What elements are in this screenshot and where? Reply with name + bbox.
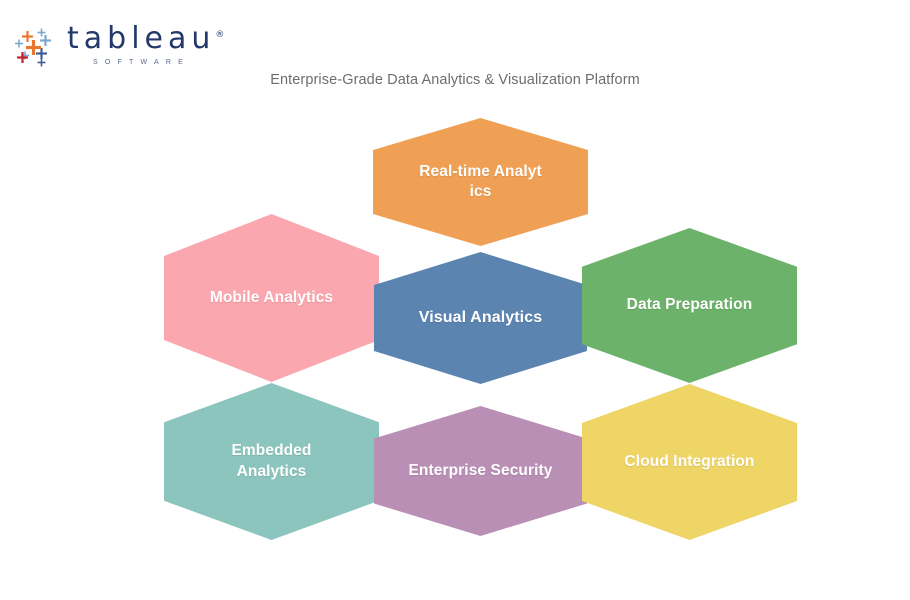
- page-header: tableau® SOFTWARE Enterprise-Grade Data …: [0, 0, 910, 110]
- tableau-wordmark: tableau®: [67, 24, 224, 54]
- hex-label-enterprise-security: Enterprise Security: [408, 461, 553, 479]
- hex-label-cloud-integration: Cloud Integration: [624, 452, 755, 470]
- page-subtitle: Enterprise-Grade Data Analytics & Visual…: [270, 72, 640, 88]
- tableau-wordmark-text: tableau: [67, 21, 216, 56]
- tableau-sub-wordmark: SOFTWARE: [93, 59, 191, 66]
- hex-cell-data-preparation[interactable]: Data Preparation: [582, 228, 797, 383]
- hex-cell-visual-analytics[interactable]: Visual Analytics: [374, 252, 587, 384]
- hex-label-mobile-analytics: Mobile Analytics: [209, 288, 334, 306]
- hex-label-data-preparation: Data Preparation: [626, 296, 753, 314]
- hex-cell-mobile-analytics[interactable]: Mobile Analytics: [164, 214, 379, 382]
- hex-cell-embedded-analytics[interactable]: Embedded Analytics: [164, 383, 379, 540]
- hex-cell-real-time-analytics[interactable]: Real-time Analyt ics: [373, 118, 588, 246]
- hex-label-embedded-analytics: Embedded Analytics: [231, 442, 312, 480]
- registered-trademark-icon: ®: [215, 30, 225, 40]
- hex-cell-cloud-integration[interactable]: Cloud Integration: [582, 384, 797, 540]
- hex-label-visual-analytics: Visual Analytics: [418, 308, 543, 326]
- tableau-wordmark-block: tableau® SOFTWARE: [67, 24, 224, 67]
- hex-cell-enterprise-security[interactable]: Enterprise Security: [374, 406, 587, 536]
- tableau-plus-mark-icon: [15, 28, 51, 67]
- tableau-logo: tableau® SOFTWARE: [12, 24, 224, 70]
- hex-label-real-time-analytics: Real-time Analyt ics: [419, 162, 542, 200]
